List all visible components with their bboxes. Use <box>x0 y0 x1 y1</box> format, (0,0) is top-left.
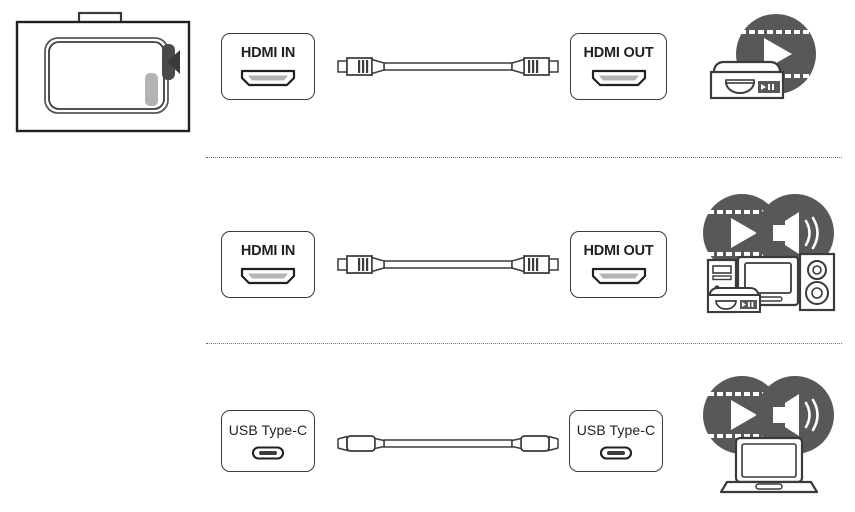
hdmi-connector-left <box>337 255 385 274</box>
usb-type-c-connector-right <box>511 435 559 452</box>
usb-type-c-port-icon <box>599 445 633 460</box>
speaker-audio-icon <box>756 194 834 272</box>
divider-2 <box>206 343 842 344</box>
port-label: USB Type-C <box>228 421 308 438</box>
row-1-endpoint <box>694 193 846 319</box>
hdmi-port-icon <box>591 267 646 285</box>
row-1-input-port: HDMI IN <box>221 231 315 298</box>
row-0-endpoint <box>700 12 840 118</box>
dvd-player-icon <box>707 287 761 313</box>
row-0-output-port: HDMI OUT <box>570 33 667 100</box>
row-1-cable <box>336 245 560 285</box>
port-label: HDMI OUT <box>583 45 654 61</box>
row-2-cable <box>336 424 560 464</box>
row-0-cable <box>336 47 560 87</box>
hdmi-connector-right <box>511 255 559 274</box>
left-arrow-tab-icon <box>162 44 180 80</box>
hdmi-connector-right <box>511 57 559 76</box>
hdmi-port-icon <box>240 69 296 87</box>
port-label: HDMI IN <box>240 45 296 61</box>
port-label: HDMI OUT <box>583 243 654 259</box>
row-2-endpoint <box>694 373 846 495</box>
laptop-icon <box>719 436 819 494</box>
row-0-input-port: HDMI IN <box>221 33 315 100</box>
port-label: HDMI IN <box>240 243 296 259</box>
source-device-illustration <box>12 8 202 138</box>
usb-type-c-port-icon <box>251 445 285 460</box>
row-2-output-port: USB Type-C <box>569 410 663 472</box>
row-2-input-port: USB Type-C <box>221 410 315 472</box>
hdmi-port-icon <box>591 69 646 87</box>
row-1-output-port: HDMI OUT <box>570 231 667 298</box>
divider-1 <box>206 157 842 158</box>
hdmi-connector-left <box>337 57 385 76</box>
usb-type-c-connector-left <box>337 435 385 452</box>
port-label: USB Type-C <box>576 421 656 438</box>
hdmi-port-icon <box>240 267 296 285</box>
speaker-audio-icon <box>756 376 834 454</box>
dvd-player-icon <box>709 60 785 100</box>
speaker-box-icon <box>798 252 836 312</box>
